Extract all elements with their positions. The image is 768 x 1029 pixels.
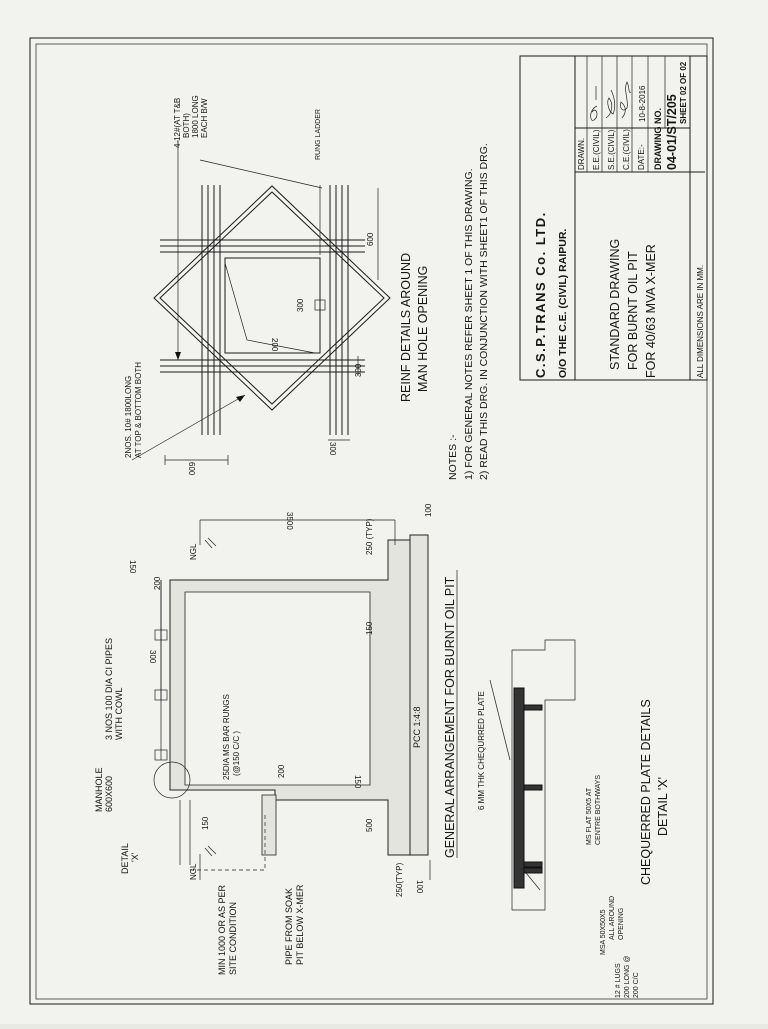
label-rungs-2: (@150 C/C )	[232, 731, 241, 776]
label-pipe-soak-1: PIPE FROM SOAK	[284, 888, 294, 965]
outer-border	[29, 37, 714, 1005]
dim-600-right: 600	[366, 232, 375, 246]
dim-300-center: 300	[296, 298, 305, 312]
bars-right-line-2: BOTH)	[182, 113, 191, 138]
dim-150-top: 150	[128, 560, 137, 574]
dim-600-left: 600	[187, 462, 196, 476]
chequered-title-line-1: CHEQUERRED PLATE DETAILS	[639, 699, 653, 885]
label-pipes-1: 3 NOS 100 DIA CI PIPES	[104, 638, 114, 740]
bars-left-line-2: AT TOP & BOTTOM BOTH	[134, 362, 143, 458]
row-date-value: 10-8-2016	[638, 85, 647, 122]
reinf-title-line-1: REINF DETAILS AROUND	[399, 253, 413, 402]
row-ee-label: E.E.(CIVIL)	[592, 129, 601, 170]
label-detail-1: DETAIL	[120, 843, 130, 874]
dim-150-left: 150	[201, 816, 210, 830]
dim-100-left: 100	[415, 880, 424, 894]
dim-200: 200	[270, 338, 279, 352]
label-manhole-1: MANHOLE	[94, 767, 104, 812]
angle-label-1: MSA 50X50X5	[600, 909, 607, 955]
dim-300-top: 300	[148, 650, 157, 664]
drawing-no-label: DRAWING NO.	[653, 108, 663, 170]
notes: NOTES :- 1) FOR GENERAL NOTES REFER SHEE…	[447, 143, 490, 480]
bars-right-line-3: 1800 LONG	[191, 95, 200, 138]
chequered-plate	[513, 687, 525, 889]
manhole-opening	[224, 257, 321, 354]
note-1: 1) FOR GENERAL NOTES REFER SHEET 1 OF TH…	[463, 168, 475, 480]
title-block: C.S.P.TRANS Co. LTD. O/O THE C.E. (CIVIL…	[519, 55, 708, 381]
dim-250-typ-left: 250(TYP)	[395, 862, 404, 897]
dim-150-wall: 150	[353, 775, 362, 789]
drawing-title-line-1: STANDARD DRAWING	[608, 239, 622, 370]
dim-250-typ-right: 250 (TYP)	[365, 518, 374, 555]
signature-ee	[590, 86, 598, 121]
label-ngl-bottom: NGL	[189, 863, 198, 880]
dim-300-right: 300	[354, 363, 363, 377]
dim-200-top: 200	[153, 576, 162, 590]
plate-label: 6 MM THK CHEQURRED PLATE	[477, 691, 486, 810]
dim-100-right: 100	[424, 503, 433, 517]
bars-right-line-4: EACH B/W	[200, 98, 209, 138]
bars-left-line-1: 2NOS. 10# 1800LONG	[124, 376, 133, 458]
angle-label-2: ALL AROUND	[609, 896, 616, 940]
general-arrangement-title: GENERAL ARRANGEMENT FOR BURNT OIL PIT	[443, 576, 457, 858]
reinf-detail: 2NOS. 10# 1800LONG AT TOP & BOTTOM BOTH …	[124, 95, 430, 476]
label-pcc: PCC 1:4:8	[412, 706, 422, 748]
reinf-title-line-2: MAN HOLE OPENING	[416, 266, 430, 392]
note-2: 2) READ THIS DRG. IN CONJUNCTION WITH SH…	[478, 143, 490, 480]
rung-ladder-label: RUNG LADDER	[315, 109, 322, 160]
drawing-no: 04-01/ST/205	[665, 94, 679, 170]
row-se-label: S.E.(CIVIL)	[607, 129, 616, 170]
label-ngl-top: NGL	[189, 543, 198, 560]
dim-150-mid: 150	[365, 621, 374, 635]
dim-300-bottom: 300	[328, 442, 337, 456]
row-date-label: DATE:-	[637, 144, 646, 170]
lugs-label-3: 200 C/C	[633, 972, 640, 998]
chequered-title-line-2: DETAIL 'X'	[656, 777, 670, 836]
dimensions-note: ALL DIMENSIONS ARE IN MM.	[696, 265, 705, 378]
dim-3500: 3500	[285, 512, 294, 530]
company-name: C.S.P.TRANS Co. LTD.	[533, 211, 548, 378]
sheet-no: SHEET 02 OF 02	[679, 61, 688, 124]
label-min-depth-1: MIN 1000 OR AS PER	[217, 884, 227, 975]
angle-label-3: OPENING	[618, 908, 625, 940]
signature-ce	[620, 81, 632, 119]
dim-500: 500	[365, 818, 374, 832]
detail-x-circle	[153, 761, 191, 799]
drawing-title-line-2: FOR BURNT OIL PIT	[626, 251, 640, 370]
chequered-plate-detail: 6 MM THK CHEQURRED PLATE MS FLAT 50X5 AT…	[477, 639, 670, 998]
signature-se	[605, 89, 616, 119]
inner-border	[35, 43, 708, 1000]
pcc-base	[409, 534, 429, 856]
label-rungs-1: 25DIA MS BAR RUNGS	[222, 694, 231, 780]
label-manhole-2: 600X600	[104, 776, 114, 812]
drawing-title-line-3: FOR 40/63 MVA X-MER	[644, 244, 658, 378]
row-drawn-label: DRAWN.	[577, 138, 586, 170]
flat-label-1: MS FLAT 50X5 AT	[586, 787, 593, 845]
label-min-depth-2: SITE CONDITION	[228, 902, 238, 975]
notes-heading: NOTES :-	[447, 434, 459, 480]
lugs-label-1: 12 # LUGS	[615, 963, 622, 998]
row-ce-label: C.E.(CIVIL)	[622, 129, 631, 170]
office-name: O/O THE C.E. (CIVIL) RAIPUR.	[557, 229, 569, 378]
label-pipes-2: WITH COWL	[114, 688, 124, 741]
flat-label-2: CENTRE BOTHWAYS	[595, 775, 602, 845]
label-detail-2: 'X'	[130, 852, 140, 862]
dim-200-bottom: 200	[277, 764, 286, 778]
bars-right-line-1: 4-12#(AT T&B	[173, 98, 182, 148]
label-pipe-soak-2: PIT BELOW X-MER	[295, 884, 305, 965]
general-arrangement: MANHOLE 600X600 3 NOS 100 DIA CI PIPES W…	[94, 503, 458, 975]
lugs-label-2: 200 LONG @	[624, 955, 631, 998]
